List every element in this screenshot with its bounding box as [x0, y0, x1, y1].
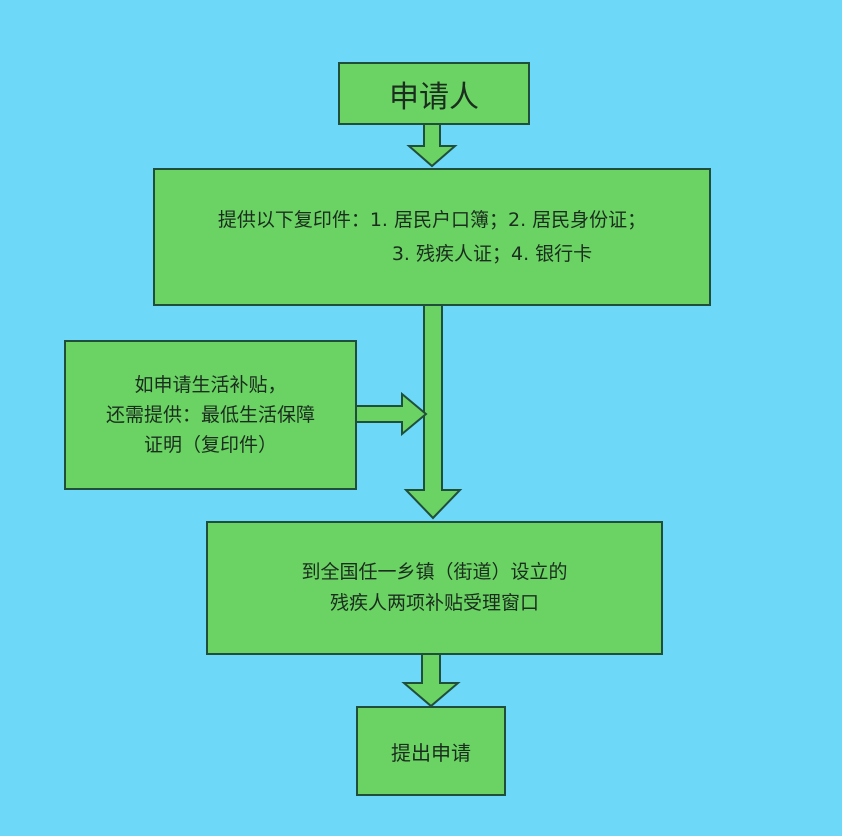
node-living-subsidy: 如申请生活补贴， 还需提供：最低生活保障 证明（复印件）: [64, 340, 357, 490]
node-documents: 提供以下复印件：1. 居民户口簿；2. 居民身份证； 3. 残疾人证；4. 银行…: [153, 168, 711, 306]
node-submit-label: 提出申请: [391, 740, 471, 765]
arrow-subsidy-to-main: [355, 391, 428, 437]
living-subsidy-line-3: 证明（复印件）: [143, 434, 277, 456]
arrow-window-to-submit: [401, 653, 461, 708]
node-applicant-label: 申请人: [389, 79, 479, 115]
node-applicant: 申请人: [338, 62, 530, 125]
living-subsidy-line-2: 还需提供：最低生活保障: [105, 404, 315, 426]
arrow-documents-to-window: [403, 304, 463, 520]
documents-line-2: 3. 残疾人证；4. 银行卡: [391, 243, 593, 265]
node-submit: 提出申请: [356, 706, 506, 796]
living-subsidy-line-1: 如申请生活补贴，: [134, 374, 287, 396]
window-line-2: 残疾人两项补贴受理窗口: [329, 592, 539, 614]
window-line-1: 到全国任一乡镇（街道）设立的: [301, 561, 568, 583]
node-window: 到全国任一乡镇（街道）设立的 残疾人两项补贴受理窗口: [206, 521, 663, 655]
arrow-applicant-to-documents: [406, 123, 458, 168]
documents-line-1: 提供以下复印件：1. 居民户口簿；2. 居民身份证；: [217, 209, 647, 231]
